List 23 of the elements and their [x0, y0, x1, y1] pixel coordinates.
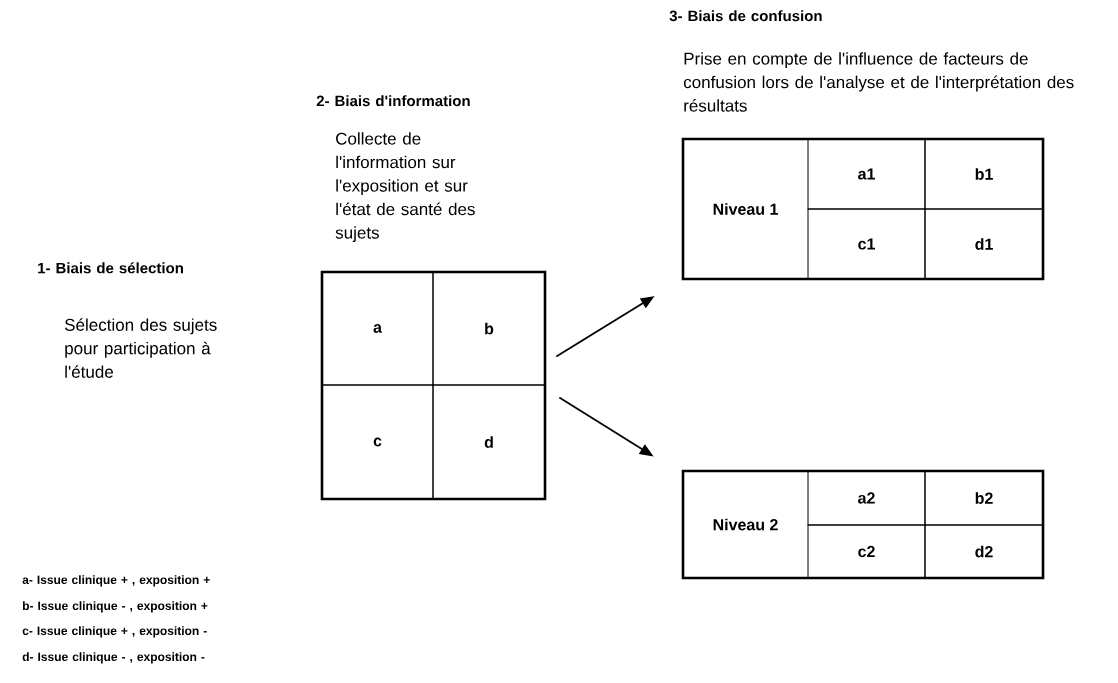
key-text: a- Issue clinique + , exposition + — [22, 575, 210, 587]
heading: 3- Biais de confusion — [669, 10, 822, 22]
table-cell: a1 — [807, 138, 926, 210]
node-label: a — [373, 324, 383, 333]
key-text: d- Issue clinique - , exposition - — [22, 652, 205, 664]
description-text: Sélection des sujets pour participation à l'étude — [64, 318, 217, 378]
table-cell: b1 — [924, 138, 1044, 210]
table-cell: c — [321, 384, 434, 500]
description-text: Prise en compte de l'influence de facteurs de confusion lors de l'analyse et de l'interprétation des résultats — [683, 52, 1074, 112]
table-cell: b2 — [924, 470, 1044, 526]
table-cell: d1 — [924, 208, 1044, 280]
key-text: c- Issue clinique + , exposition - — [22, 626, 207, 638]
table-cell: d2 — [924, 524, 1044, 579]
table-cell: c2 — [807, 524, 926, 579]
heading: 1- Biais de sélection — [38, 262, 183, 274]
description-text: Collecte de l'information sur l'exposition et sur l'état de santé des sujets — [335, 132, 475, 243]
key-text: b- Issue clinique - , exposition + — [23, 601, 208, 613]
table-cell: b — [432, 271, 546, 386]
table-cell: a2 — [807, 470, 926, 526]
heading: 2- Biais d'information — [316, 95, 470, 107]
table-cell: d — [432, 384, 546, 500]
table — [320, 270, 547, 501]
table-cell: c1 — [807, 208, 926, 280]
